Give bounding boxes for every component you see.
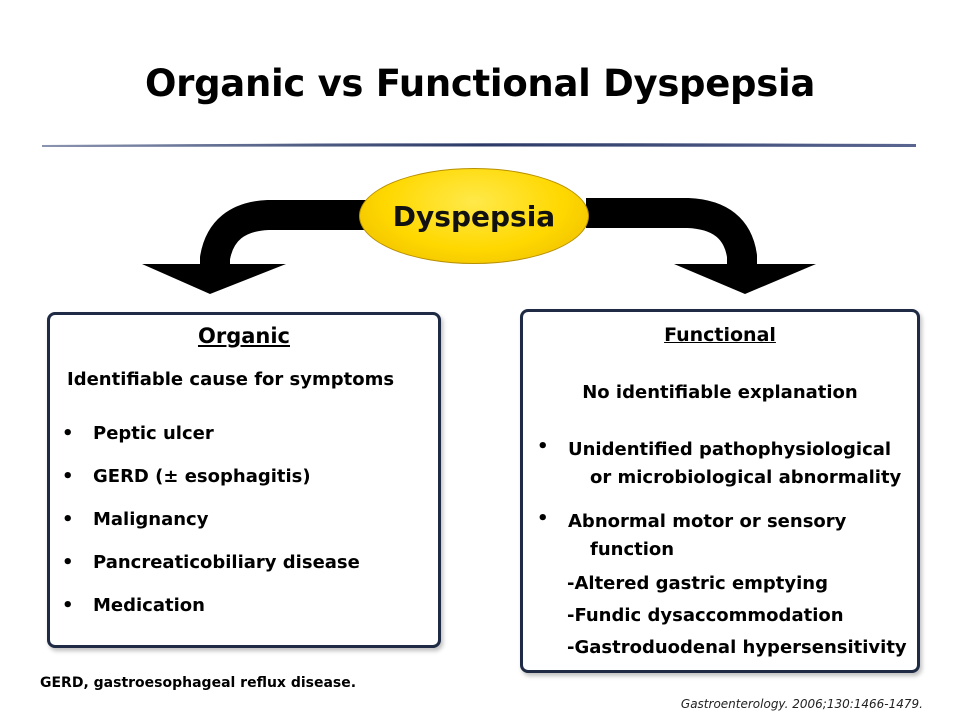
list-item-text: Peptic ulcer [93,423,214,444]
sub-item: -Gastroduodenal hypersensitivity [567,637,907,658]
list-item-text: Medication [93,595,205,616]
bullet: • [62,595,74,616]
list-item: • Pancreaticobiliary disease [62,552,360,595]
bullet: • [62,423,74,444]
dyspepsia-label: Dyspepsia [392,199,556,233]
bullet: • [62,509,74,530]
functional-title: Functional [664,324,776,346]
bullet: • [62,466,74,487]
list-item-text: Malignancy [93,509,209,530]
bullet: • [537,508,549,529]
list-item: • Unidentified pathophysiological or mic… [537,436,901,508]
dyspepsia-oval: Dyspepsia [359,168,589,264]
list-item-text: GERD (± esophagitis) [93,466,311,487]
organic-list: • Peptic ulcer • GERD (± esophagitis) • Mal… [62,423,360,638]
sub-item: -Altered gastric emptying [567,573,829,594]
list-item-text: Pancreaticobiliary disease [93,552,360,573]
left-curved-arrow [142,200,372,294]
right-curved-arrow [586,198,816,294]
list-item: • Malignancy [62,509,360,552]
functional-subtitle: No identifiable explanation [582,382,858,403]
title-divider [42,143,916,147]
sub-item: -Fundic dysaccommodation [567,605,844,626]
list-item: • GERD (± esophagitis) [62,466,360,509]
list-item: • Abnormal motor or sensory function [537,508,901,564]
functional-sub-list: -Altered gastric emptying -Fundic dysacc… [567,568,907,664]
footnote: GERD, gastroesophageal reflux disease. [40,675,357,691]
list-item: • Peptic ulcer [62,423,360,466]
organic-box: Organic Identifiable cause for symptoms … [47,312,441,648]
list-item-text: Abnormal motor or sensory [568,511,847,532]
list-item-text-cont: or microbiological abnormality [590,467,902,488]
bullet: • [62,552,74,573]
functional-box: Functional No identifiable explanation •… [520,309,920,673]
organic-subtitle: Identifiable cause for symptoms [67,369,395,390]
functional-list: • Unidentified pathophysiological or mic… [537,436,901,564]
list-item-text-cont: function [590,539,675,560]
list-item: • Medication [62,595,360,638]
list-item-text: Unidentified pathophysiological [568,439,892,460]
citation: Gastroenterology. 2006;130:1466-1479. [680,697,923,711]
slide-title: Organic vs Functional Dyspepsia [144,62,815,105]
organic-title: Organic [197,324,290,348]
bullet: • [537,436,549,457]
